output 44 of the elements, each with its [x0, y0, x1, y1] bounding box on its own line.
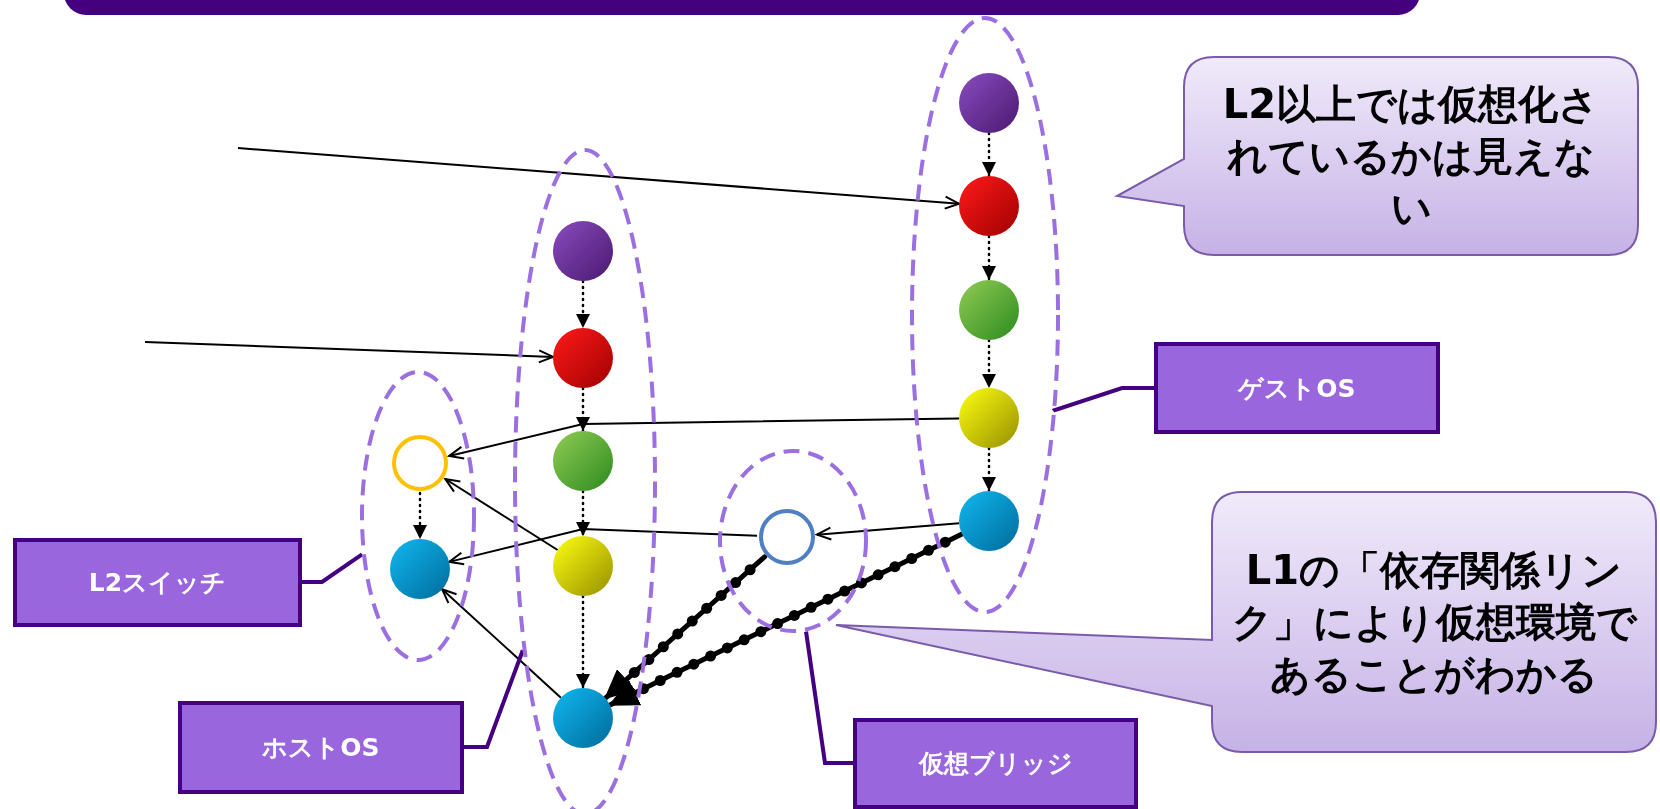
node-circle	[959, 176, 1019, 236]
dotted-arrow	[982, 446, 996, 493]
node-circle	[553, 221, 613, 281]
callout-text: L1の「依存関係リンク」により仮想環境であることがわかる	[1230, 546, 1639, 699]
arrow	[144, 341, 554, 364]
node-circle	[553, 688, 613, 748]
leader-line	[1051, 386, 1154, 412]
dotted-arrow	[413, 491, 427, 541]
ring-node	[759, 509, 815, 565]
arrow	[448, 528, 758, 566]
leader-line	[464, 649, 525, 750]
dotted-arrow	[576, 279, 590, 330]
arrow	[444, 478, 559, 551]
dashed-ellipse	[910, 16, 1060, 614]
node-circle	[390, 539, 450, 599]
ring-node	[392, 435, 448, 491]
leader-line	[302, 552, 364, 585]
node-circle	[959, 388, 1019, 448]
dashed-ellipse	[718, 449, 868, 633]
dotted-arrow	[982, 234, 996, 282]
arrow	[441, 588, 562, 699]
node-circle	[553, 431, 613, 491]
label-tag: ゲストOS	[1154, 342, 1440, 434]
label-tag: ホストOS	[178, 701, 464, 794]
dotted-arrow	[576, 489, 590, 538]
dotted-arrow	[576, 594, 590, 690]
callout-text: L2以上では仮想化されているかは見えない	[1221, 80, 1601, 233]
arrow	[815, 522, 961, 541]
dotted-arrow	[982, 338, 996, 390]
arrow	[237, 147, 961, 210]
dotted-arrow	[602, 554, 768, 701]
node-circle	[959, 280, 1019, 340]
dotted-arrow	[607, 531, 965, 708]
label-tag: L2スイッチ	[13, 538, 302, 627]
node-circle	[553, 328, 613, 388]
label-tag: 仮想ブリッジ	[853, 718, 1138, 809]
node-circle	[553, 536, 613, 596]
arrow	[448, 417, 960, 460]
node-circle	[959, 491, 1019, 551]
dashed-ellipse	[360, 370, 476, 662]
dotted-arrow	[982, 131, 996, 178]
leader-line	[804, 631, 853, 766]
dotted-arrow	[576, 386, 590, 433]
node-circle	[959, 73, 1019, 133]
